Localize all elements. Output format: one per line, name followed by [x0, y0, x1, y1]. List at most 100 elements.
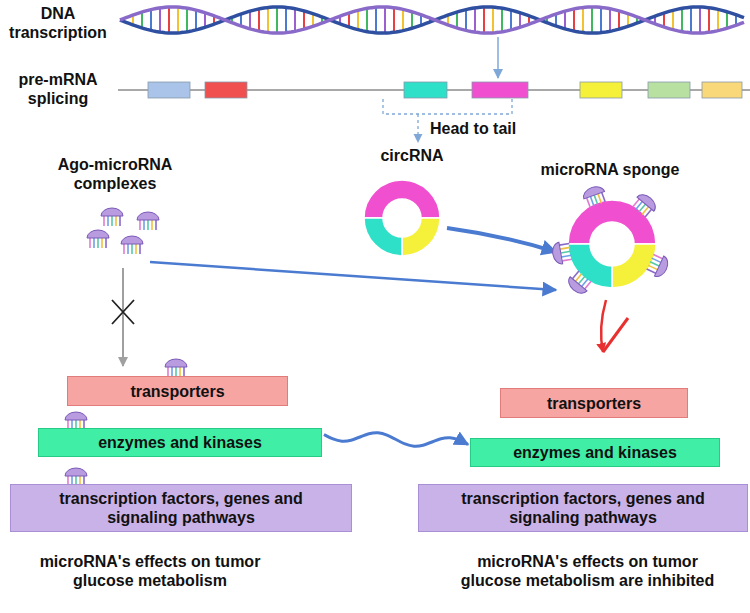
- exon: [648, 82, 690, 98]
- check-mark: [603, 318, 628, 352]
- base-pair: [402, 9, 404, 30]
- base-pair: [474, 8, 476, 32]
- splice-arrow: [417, 114, 418, 142]
- exons: [148, 82, 742, 98]
- ring-segment: [402, 218, 440, 256]
- pathway-box: transcription factors, genes and signali…: [10, 484, 352, 532]
- transporter-box: transporters: [500, 388, 688, 418]
- exon: [702, 82, 742, 98]
- check-arrow: [601, 300, 606, 352]
- wavy-arrow: [324, 433, 468, 446]
- ago-icon: [137, 212, 159, 230]
- base-pair: [672, 10, 674, 29]
- base-pair: [618, 11, 620, 29]
- base-pair: [465, 10, 467, 31]
- label: circRNA: [362, 146, 462, 165]
- transcription-arrow: [497, 37, 499, 78]
- label: microRNA sponge: [520, 160, 700, 179]
- base-pair: [276, 7, 278, 33]
- blocked-arrow: [122, 268, 124, 366]
- enzyme-box: enzymes and kinases: [38, 428, 322, 457]
- base-pair: [348, 13, 350, 27]
- base-pair: [393, 8, 395, 32]
- base-pair: [573, 9, 575, 31]
- base-pair: [294, 9, 296, 32]
- base-pair: [384, 7, 386, 33]
- base-pair: [600, 7, 602, 32]
- pathway-box: transcription factors, genes and signali…: [418, 484, 748, 532]
- base-pair: [708, 8, 710, 32]
- label: microRNA's effects on tumor glucose meta…: [445, 552, 730, 590]
- exon: [580, 82, 622, 98]
- base-pair: [456, 12, 458, 28]
- ring-segment: [364, 218, 402, 256]
- exon: [472, 82, 528, 98]
- base-pair: [177, 7, 179, 33]
- base-pair: [141, 12, 143, 28]
- base-pair: [582, 8, 584, 33]
- ago-icon: [551, 240, 573, 265]
- exon: [148, 82, 190, 98]
- label: DNA transcription: [2, 4, 114, 42]
- box-text: transcription factors, genes and signali…: [51, 489, 311, 527]
- base-pair: [375, 7, 377, 33]
- base-pair: [492, 7, 494, 33]
- base-pair: [303, 11, 305, 29]
- ago-icon: [121, 236, 143, 254]
- box-text: transporters: [130, 382, 224, 401]
- base-pair: [195, 10, 197, 30]
- dna-strand: [120, 7, 744, 33]
- base-pair: [717, 9, 719, 30]
- base-pair: [186, 8, 188, 32]
- base-pair: [168, 7, 170, 33]
- base-pair: [483, 7, 485, 33]
- ago-icon: [87, 230, 109, 248]
- transporter-box: transporters: [67, 376, 288, 406]
- base-pair: [366, 8, 368, 31]
- label: Head to tail: [430, 119, 560, 138]
- base-pair: [501, 8, 503, 32]
- label: pre-mRNA splicing: [2, 70, 114, 108]
- base-pair: [510, 10, 512, 30]
- base-pair: [663, 13, 665, 27]
- label: microRNA's effects on tumor glucose meta…: [15, 552, 285, 590]
- base-pair: [591, 7, 593, 33]
- box-text: transporters: [547, 394, 641, 413]
- base-pair: [681, 8, 683, 31]
- box-text: transcription factors, genes and signali…: [453, 489, 713, 527]
- circrna-ring: [364, 180, 440, 256]
- ago-icon: [165, 359, 187, 377]
- label: Ago-microRNA complexes: [35, 155, 195, 193]
- dna-strand: [120, 7, 744, 33]
- base-pair: [726, 12, 728, 29]
- base-pair: [699, 7, 701, 33]
- ring-segment: [568, 200, 656, 244]
- base-pair: [564, 11, 566, 29]
- base-pair: [609, 9, 611, 32]
- ago-icon: [565, 269, 593, 297]
- base-pair: [150, 10, 152, 31]
- base-pair: [285, 7, 287, 32]
- dna-helix: [120, 7, 744, 33]
- base-pair: [249, 11, 251, 29]
- ring-segment: [364, 180, 440, 218]
- exon: [404, 82, 447, 98]
- box-text: enzymes and kinases: [513, 443, 677, 462]
- ago-icon: [645, 252, 671, 280]
- ago-icon: [101, 208, 123, 226]
- ago-icon: [581, 184, 608, 208]
- base-pair: [690, 7, 692, 33]
- base-pair: [357, 10, 359, 29]
- exon: [205, 82, 247, 98]
- base-pair: [411, 12, 413, 29]
- block-cross: [112, 300, 134, 324]
- splice-bracket: [383, 99, 512, 114]
- base-pair: [204, 13, 206, 28]
- base-pair: [258, 9, 260, 31]
- base-pair: [267, 8, 269, 33]
- binding-arrow: [150, 262, 556, 290]
- sponge-arrow: [447, 228, 556, 252]
- box-text: enzymes and kinases: [98, 433, 262, 452]
- sponge-ring: [568, 200, 656, 288]
- base-pair: [519, 13, 521, 28]
